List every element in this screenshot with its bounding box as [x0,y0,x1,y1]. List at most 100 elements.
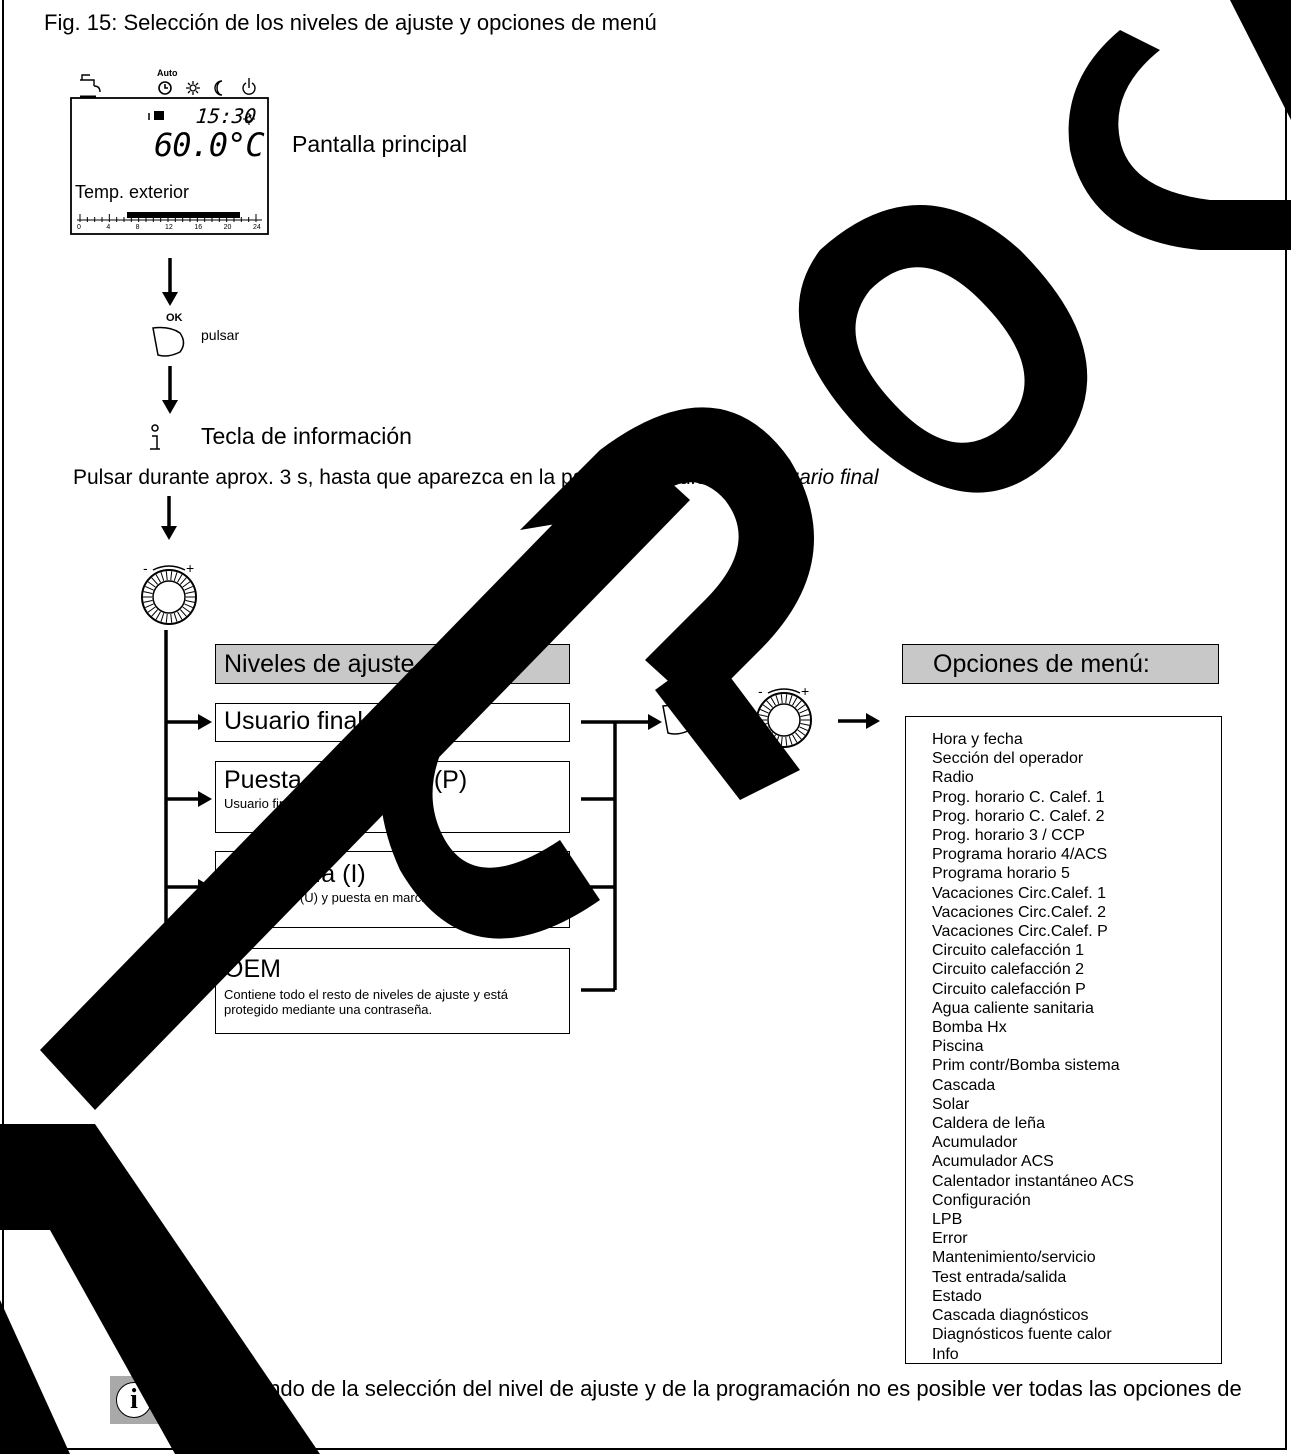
knob-ridge [145,585,154,591]
figure-caption: Fig. 15: Selección de los niveles de aju… [44,10,657,35]
menu-item: Cascada [932,1076,996,1094]
knob-ridge [160,613,165,622]
ok-button-2-icon [662,704,695,735]
level-box-oem: OEM Contiene todo el resto de niveles de… [215,948,570,1034]
auto-label: Auto [157,68,178,78]
ok-button-label: OK [166,312,183,324]
scale-tick-label: 20 [223,224,232,231]
radiator-icon [148,111,164,120]
level-note: Usuario final (U) y puesta en marcha (P)… [224,890,484,905]
knob-ridge [780,694,783,704]
level-title: Usuario final (U) [224,707,405,735]
levels-bracket [581,720,617,992]
knob-plus: + [186,560,195,576]
menu-item: Hora y fecha [932,731,1023,748]
ok-action-label: pulsar [201,327,240,343]
knob-ridge [770,734,776,743]
knob-ridge [785,694,788,704]
display-label: Temp. exterior [75,182,190,202]
knob-ridge [151,577,158,585]
menu-item: Estado [932,1287,982,1305]
knob-ridge [792,697,798,706]
knob-ridge [775,736,780,745]
display-sun-icon [243,113,255,125]
menu-item: LPB [932,1211,963,1229]
level-title: Ingeniería (I) [224,860,366,888]
level-title: OEM [224,955,281,983]
ok-button-icon [152,326,185,357]
knob-ridge [799,708,808,714]
knob-ridge [795,700,802,708]
info-key-label: Tecla de información [201,423,412,449]
info-note-text: Dependiendo de la selección del nivel de… [174,1376,1242,1431]
knob-ridge [184,603,193,609]
knob-ridge [155,574,161,583]
instruction-emphasis: Usuario final [761,466,879,489]
menu-item: Mantenimiento/servicio [932,1249,1096,1267]
menu-item: Vacaciones Circ.Calef. P [932,923,1108,941]
menu-item: Vacaciones Circ.Calef. 2 [932,903,1106,921]
menu-header: Opciones de menú: [902,644,1219,684]
menu-item: Programa horario 4/ACS [932,846,1108,864]
knob-ridge [788,736,793,745]
knob-ridge [760,708,769,714]
knob-ridge [173,613,178,622]
scale-tick-label: 4 [106,224,111,231]
knob-ridge [770,697,776,706]
knob-ridge [766,732,773,740]
knob-ridge [758,714,768,717]
menu-item: Circuito calefacción 2 [932,961,1085,979]
menu-item: Configuración [932,1191,1031,1209]
level-note: Usuario final (U) incl. [224,796,345,811]
menu-item: Info [932,1345,959,1363]
knob-ridge [145,603,154,609]
scale-tick-label: 8 [135,224,140,231]
menu-item: Cascada diagnósticos [932,1307,1089,1325]
knob-ridge [800,714,810,717]
menu-item: Solar [932,1095,970,1113]
menu-item: Test entrada/salida [932,1268,1067,1286]
power-icon [242,78,256,95]
menu-item: Radio [932,769,974,787]
info-icon: i [110,1376,158,1424]
menu-item: Caldera de leña [932,1115,1045,1133]
knob-ridge [165,613,168,623]
knob-minus: - [143,560,148,576]
knob-ridge [177,611,183,620]
levels-header: Niveles de ajuste [215,644,570,684]
knob-ridge [170,613,173,623]
menu-item: Sección del operador [932,750,1084,768]
knob-ridge [797,704,806,711]
menu-item: Circuito calefacción P [932,980,1086,998]
level-note: Contiene todo el resto de niveles de aju… [224,987,509,1017]
knob-ridge [160,572,165,581]
menu-item: Calentador instantáneo ACS [932,1172,1134,1190]
knob-ridge [762,729,771,736]
level-box-engineering: Ingeniería (I) Usuario final (U) y puest… [215,851,570,928]
knob-ridge [182,581,191,588]
knob-ridge [775,695,780,704]
menu-item: Prog. horario C. Calef. 2 [932,807,1105,825]
knob-ridge [785,736,788,746]
knob-ridge [800,723,810,726]
knob-ridge [177,574,183,583]
knob-ridge [182,606,191,613]
knob-ridge [788,695,793,704]
knob-ridge [180,577,187,585]
level-title: Puesta en marcha (P) [224,766,468,794]
level-box-commissioning: Puesta en marcha (P) Usuario final (U) i… [215,761,570,833]
knob-ridge [185,600,195,603]
menu-item: Diagnósticos fuente calor [932,1326,1112,1344]
level-box-end-user: Usuario final (U) [215,703,570,742]
info-key-icon [150,424,160,450]
ok-button-2-label: OK [676,690,693,702]
moon-icon [214,80,223,96]
knob-ridge [147,606,156,613]
knob-ridge [762,704,771,711]
menu-item: Prim contr/Bomba sistema [932,1057,1120,1075]
menu-item: Prog. horario 3 / CCP [932,827,1085,845]
display-temperature: 60.0°C [154,126,265,164]
menu-item: Error [932,1230,968,1248]
